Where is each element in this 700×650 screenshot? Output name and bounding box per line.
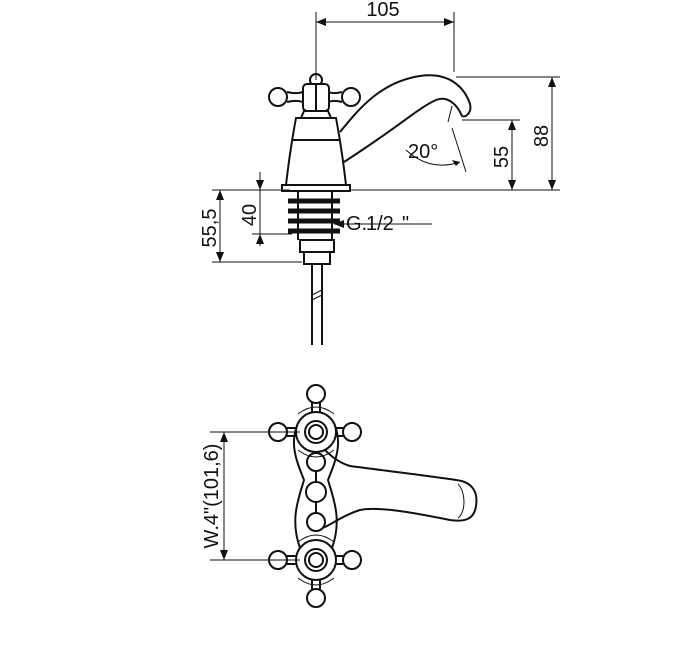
- spout-angle-label: 20°: [408, 141, 438, 163]
- plan-handle-top: [268, 384, 362, 458]
- centres-label: W.4"(101,6): [201, 444, 223, 549]
- plan-view: W.4"(101,6): [201, 384, 478, 608]
- dim-spout-angle: 20°: [405, 127, 467, 173]
- tap-body: [284, 117, 348, 186]
- spout: [339, 74, 472, 163]
- thread-suffix: ": [402, 213, 409, 235]
- shank: [288, 191, 340, 345]
- dim-centres: W.4"(101,6): [201, 431, 300, 561]
- thread-prefix: G.: [346, 213, 367, 235]
- spout-plan: [315, 437, 478, 532]
- total-height-label: 88: [531, 125, 553, 147]
- dim-spout-reach: 105: [315, 0, 455, 80]
- dim-total-height: 88: [350, 76, 560, 191]
- thread-fraction: 1/2: [366, 213, 394, 235]
- plan-handle-bottom: [268, 534, 362, 608]
- shank-thread-length-label: 40: [239, 204, 261, 226]
- dim-shank: 55,5 40: [199, 172, 302, 263]
- spout-reach-label: 105: [366, 0, 399, 21]
- side-elevation: 105 88 55 20°: [199, 0, 560, 345]
- spout-height-label: 55: [491, 146, 513, 168]
- cross-handle: [268, 73, 361, 119]
- dim-spout-height: 55: [462, 119, 520, 190]
- thread-callout: G. 1/2 ": [334, 213, 432, 235]
- shank-overall-label: 55,5: [199, 209, 221, 248]
